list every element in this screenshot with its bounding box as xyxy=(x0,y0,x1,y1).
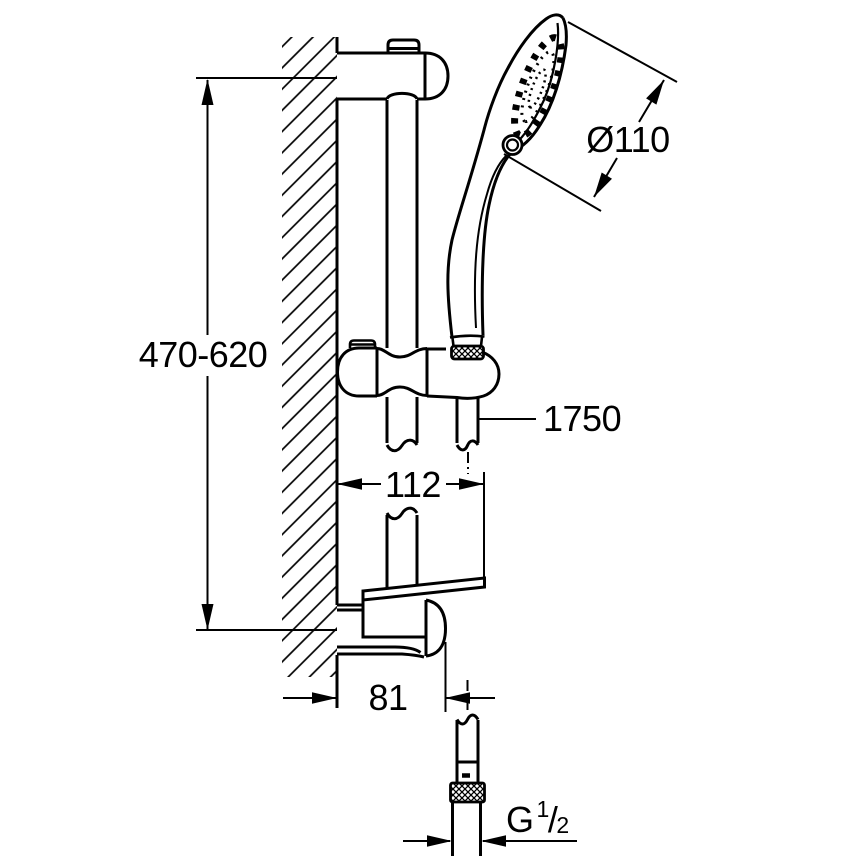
hose-connector xyxy=(449,713,486,856)
soap-dish-plate xyxy=(361,576,486,602)
top-bracket-cap-screw-cover xyxy=(386,38,421,53)
label-rail-height: 470-620 xyxy=(139,334,268,375)
label-thread-numerator: 1 xyxy=(537,796,549,822)
top-wall-bracket xyxy=(337,38,450,101)
dim-bottom-offset: 81 xyxy=(283,642,495,718)
holder-cup xyxy=(426,347,501,400)
spray-nozzle-ring-mid xyxy=(520,50,556,124)
shower-rail xyxy=(385,100,419,588)
top-bracket-arm xyxy=(337,51,450,101)
hand-shower xyxy=(446,13,568,338)
holder-rail-clamp xyxy=(376,347,429,397)
soap-dish-bracket xyxy=(337,576,486,659)
dim-arrow-thread-right xyxy=(427,835,452,847)
hose-end xyxy=(451,802,482,856)
label-thread-slash: / xyxy=(548,799,558,840)
handle-left-outline xyxy=(446,13,565,338)
connector-knurled-nut xyxy=(449,781,486,804)
spray-nozzle-ring-outer xyxy=(511,34,565,140)
label-bottom-offset: 81 xyxy=(368,677,407,718)
connector-body xyxy=(455,713,480,783)
holder-lever-body xyxy=(335,346,379,398)
dim-arrow-thread-left xyxy=(481,835,506,847)
label-thread-denominator: 2 xyxy=(556,812,568,838)
wall-hatch xyxy=(282,37,337,677)
hose-segment xyxy=(455,398,480,452)
bottom-bracket xyxy=(337,598,448,659)
dim-arrow-lower-left xyxy=(594,172,612,197)
dim-rail-height: 470-620 xyxy=(139,77,337,631)
dim-rail-height-extension-lines xyxy=(196,77,337,631)
spray-face-texture xyxy=(511,34,565,140)
dim-hose-length: 1750 xyxy=(479,398,622,439)
hatched-wall-section xyxy=(282,37,339,708)
spray-nozzle-ring-inner xyxy=(527,68,547,109)
label-rail-offset: 112 xyxy=(385,464,441,505)
dim-diameter-extension-lines xyxy=(503,21,678,212)
shower-hose-upper xyxy=(455,398,480,710)
label-head-diameter: Ø110 xyxy=(586,119,669,160)
dim-rail-offset: 112 xyxy=(337,464,485,578)
holder-lock-tab xyxy=(348,339,377,348)
label-hose-length: 1750 xyxy=(543,398,621,439)
handle-knurled-ring xyxy=(450,344,485,361)
slider-holder xyxy=(335,334,501,400)
dim-arrow-left-inward xyxy=(445,692,470,704)
label-thread-g: G xyxy=(506,799,534,840)
dim-arrow-upper-right xyxy=(646,80,664,105)
dim-arrow-left xyxy=(337,478,362,490)
handle-contour-line xyxy=(473,155,507,329)
dim-arrow-right xyxy=(459,478,484,490)
dim-arrow-up xyxy=(201,79,214,105)
handle-right-outline xyxy=(480,151,513,336)
dim-arrow-down xyxy=(201,604,214,630)
handle-cone xyxy=(449,334,485,347)
dim-head-diameter: Ø110 xyxy=(503,21,678,212)
head-pivot-ring-inner xyxy=(505,138,520,152)
dim-arrow-right-inward xyxy=(312,692,337,704)
